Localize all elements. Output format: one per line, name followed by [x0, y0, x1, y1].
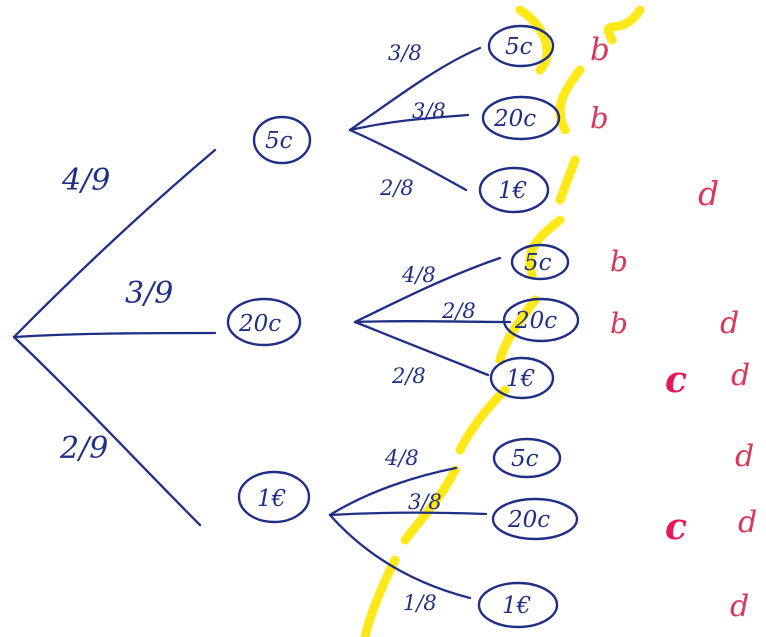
mark-d: d	[730, 589, 749, 624]
leaf-20c-1e: 1€	[489, 356, 555, 400]
leaf-1e-20c: 20c	[491, 497, 579, 541]
second-level-branches-1e	[328, 466, 488, 600]
mark-d: d	[735, 439, 754, 474]
mark-b: b	[590, 101, 609, 135]
svg-text:20c: 20c	[238, 311, 281, 337]
svg-text:20c: 20c	[507, 507, 550, 533]
mark-d: d	[738, 505, 757, 540]
prob-1e-5c: 4/8	[384, 446, 419, 470]
svg-text:5c: 5c	[505, 34, 533, 60]
svg-text:1€: 1€	[257, 486, 286, 512]
prob-root-3: 2/9	[59, 431, 108, 466]
prob-5c-5c: 3/8	[388, 41, 422, 65]
mark-d: d	[731, 358, 750, 393]
mark-d: d	[720, 306, 739, 341]
svg-text:20c: 20c	[493, 106, 536, 132]
mark-b: b	[590, 32, 610, 68]
prob-root-1: 4/9	[61, 163, 110, 198]
svg-text:20c: 20c	[514, 308, 557, 334]
svg-text:5c: 5c	[265, 128, 293, 154]
mark-b: b	[610, 307, 628, 340]
svg-text:1€: 1€	[506, 366, 535, 392]
leaf-1e-1e: 1€	[477, 581, 559, 629]
leaf-20c-20c: 20c	[502, 297, 580, 343]
prob-1e-20c: 3/8	[408, 490, 442, 514]
svg-text:5c: 5c	[511, 446, 539, 472]
node-level1-1e: 1€	[237, 470, 311, 524]
branch-3-9	[12, 331, 217, 339]
leaf-20c-5c: 5c	[510, 243, 570, 281]
prob-5c-20c: 3/8	[412, 99, 446, 123]
prob-1e-1e: 1/8	[403, 591, 437, 615]
prob-20c-1e: 2/8	[391, 364, 426, 388]
mark-c: c	[665, 359, 687, 401]
mark-c: c	[665, 506, 687, 548]
node-level1-20c: 20c	[226, 297, 302, 347]
first-level-branches	[12, 148, 217, 527]
prob-20c-20c: 2/8	[441, 299, 476, 323]
mark-d: d	[698, 174, 719, 213]
outcome-marks: b b d b b d c d d c d d	[590, 32, 757, 624]
leaf-5c-1e: 1€	[478, 166, 550, 214]
second-level-branches-20c	[353, 256, 512, 377]
leaf-1e-5c: 5c	[492, 437, 562, 479]
svg-text:5c: 5c	[524, 250, 552, 276]
branch-2-9	[12, 335, 202, 527]
svg-text:1€: 1€	[498, 178, 527, 204]
branch-4-9	[12, 148, 217, 339]
second-level-branches-5c	[348, 46, 482, 192]
prob-20c-5c: 4/8	[401, 263, 436, 287]
leaf-5c-20c: 20c	[481, 95, 561, 141]
prob-5c-1e: 2/8	[379, 176, 414, 200]
node-level1-5c: 5c	[252, 115, 312, 165]
mark-b: b	[610, 245, 628, 278]
svg-text:1€: 1€	[502, 593, 531, 619]
prob-root-2: 3/9	[125, 276, 173, 311]
leaf-5c-5c: 5c	[487, 24, 555, 68]
